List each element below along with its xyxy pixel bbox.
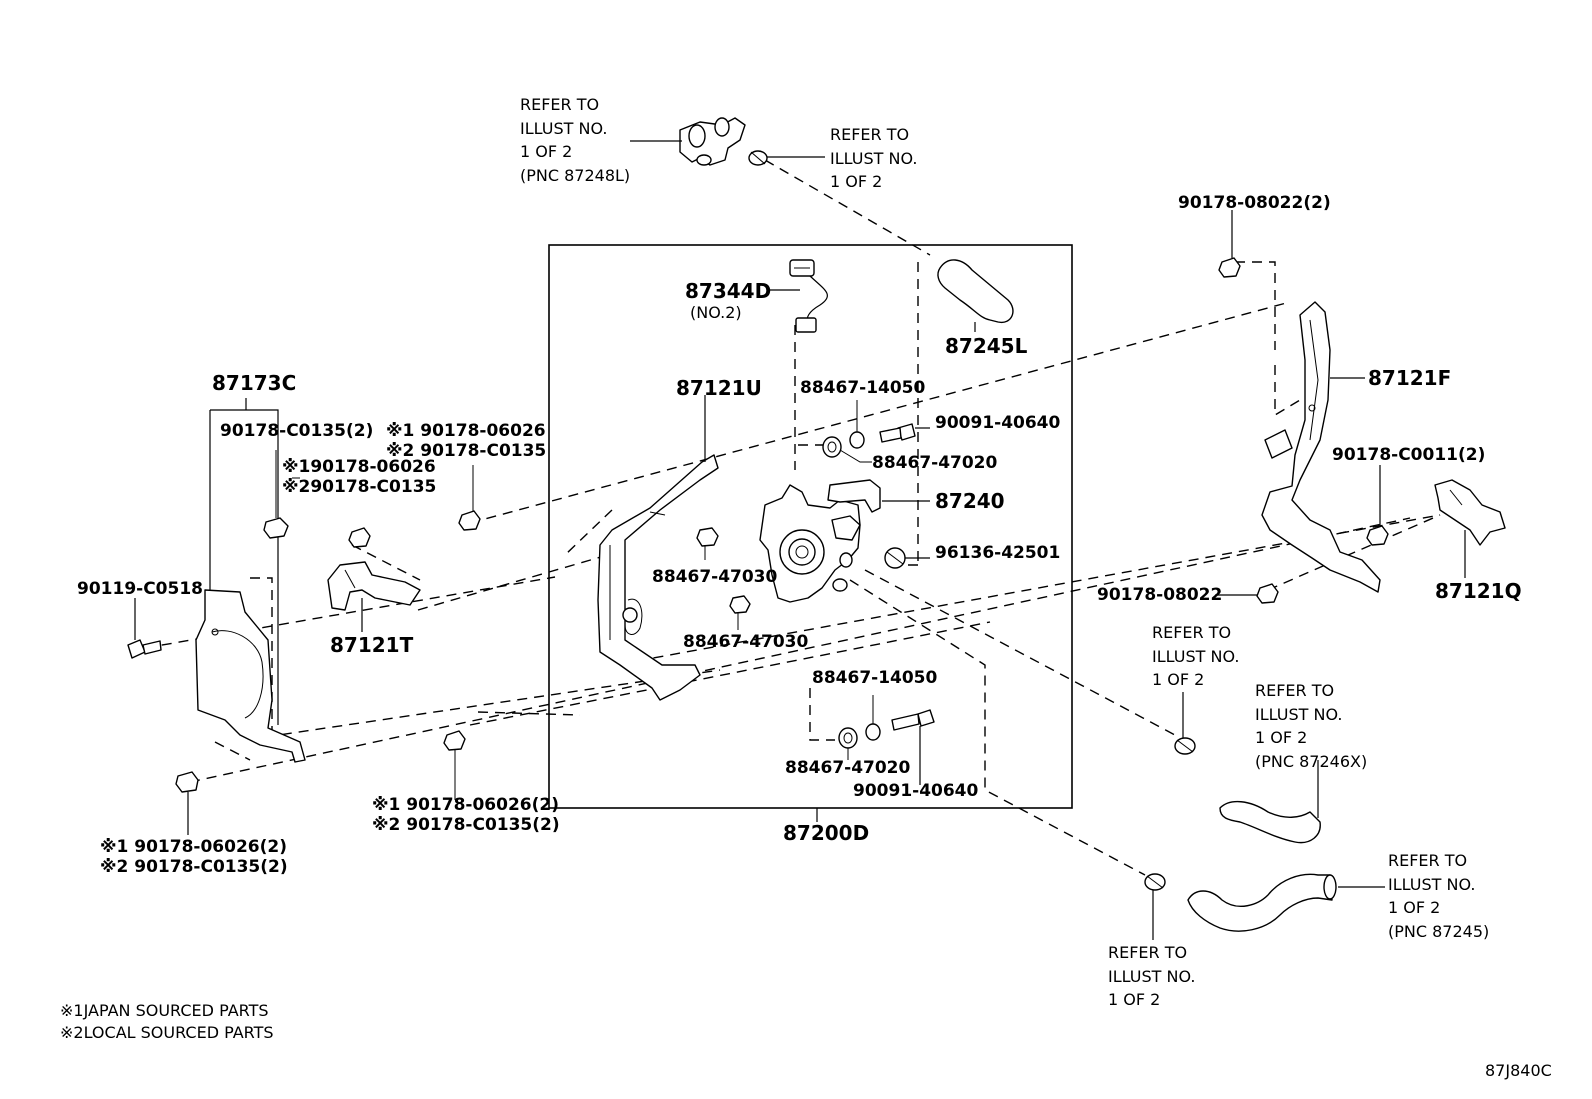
label-alt-b-line1: ※1 90178-06026 (386, 421, 546, 441)
nut-90178-C0011-2 (1366, 465, 1389, 546)
label-87121F: 87121F (1368, 366, 1451, 390)
label-88467-47030-a: 88467-47030 (652, 567, 778, 587)
refer-clip-mid-line2: ILLUST NO. (1152, 647, 1239, 666)
refer-clip-bottom-line2: ILLUST NO. (1108, 967, 1195, 986)
refer-valve-line4: (PNC 87248L) (520, 166, 630, 185)
refer-valve-line1: REFER TO (520, 95, 599, 114)
label-90178-08022-2: 90178-08022(2) (1178, 193, 1331, 213)
bracket-87121F (1261, 301, 1381, 593)
label-87121T: 87121T (330, 633, 414, 657)
hose-87246X (1219, 760, 1321, 844)
clip-mid (1174, 692, 1196, 755)
bolt-90119-C0518 (127, 598, 162, 659)
label-90091-40640-b: 90091-40640 (853, 781, 979, 801)
cover-87173C (195, 398, 306, 763)
nut-90178-08022-2 (1218, 210, 1241, 278)
pump-87240 (759, 479, 930, 603)
nut-lower-left (175, 771, 199, 835)
assembly-frame (548, 244, 1073, 809)
hose-87245 (1187, 873, 1385, 932)
footnote-local: ※2LOCAL SOURCED PARTS (60, 1023, 274, 1042)
label-alt-a-line2: ※290178-C0135 (282, 477, 436, 497)
label-90178-C0135-2: 90178-C0135(2) (220, 421, 373, 441)
refer-hose-87245-line1: REFER TO (1388, 851, 1467, 870)
refer-valve-line3: 1 OF 2 (520, 142, 572, 161)
refer-clip-top-line1: REFER TO (830, 125, 909, 144)
refer-clip-bottom-line1: REFER TO (1108, 943, 1187, 962)
label-88467-47020-a: 88467-47020 (872, 453, 998, 473)
refer-hose-x-line2: ILLUST NO. (1255, 705, 1342, 724)
refer-clip-bottom-line3: 1 OF 2 (1108, 990, 1160, 1009)
label-88467-47030-b: 88467-47030 (683, 632, 809, 652)
refer-clip-top-line3: 1 OF 2 (830, 172, 882, 191)
label-90178-08022: 90178-08022 (1097, 585, 1222, 605)
bracket-87121U (597, 395, 719, 701)
label-96136-42501: 96136-42501 (935, 543, 1060, 563)
wire-harness-87344D (770, 259, 828, 333)
nut-alt-a (292, 477, 371, 548)
label-87121Q: 87121Q (1435, 579, 1522, 603)
refer-hose-87245-line2: ILLUST NO. (1388, 875, 1475, 894)
label-87344D-sub: (NO.2) (690, 303, 742, 322)
label-alt-a-line1: ※190178-06026 (282, 457, 436, 477)
label-alt-c-line1: ※1 90178-06026(2) (372, 795, 559, 815)
clip-bottom (1144, 873, 1166, 940)
nut-90178-08022 (1215, 583, 1279, 604)
label-alt-d-line1: ※1 90178-06026(2) (100, 837, 287, 857)
label-90178-C0011-2: 90178-C0011(2) (1332, 445, 1485, 465)
fasteners-frame (696, 400, 935, 822)
label-87344D: 87344D (685, 279, 771, 303)
footnote-japan: ※1JAPAN SOURCED PARTS (60, 1001, 269, 1020)
refer-clip-mid-line1: REFER TO (1152, 623, 1231, 642)
label-87173C: 87173C (212, 371, 296, 395)
label-88467-14050-a: 88467-14050 (800, 378, 926, 398)
water-valve-ref (630, 117, 746, 166)
bracket-87121T (327, 561, 421, 632)
refer-hose-x-line3: 1 OF 2 (1255, 728, 1307, 747)
refer-hose-x-line4: (PNC 87246X) (1255, 752, 1367, 771)
diagram-code: 87J840C (1485, 1061, 1552, 1080)
label-alt-d-line2: ※2 90178-C0135(2) (100, 857, 288, 877)
label-87121U: 87121U (676, 376, 762, 400)
nut-alt-b (458, 465, 481, 531)
refer-clip-mid-line3: 1 OF 2 (1152, 670, 1204, 689)
label-90091-40640-a: 90091-40640 (935, 413, 1061, 433)
nut-90178-C0135 (263, 450, 289, 539)
refer-hose-87245-line3: 1 OF 2 (1388, 898, 1440, 917)
label-alt-b-line2: ※2 90178-C0135 (386, 441, 546, 461)
nut-alt-c (443, 730, 466, 800)
clip-top (748, 150, 825, 166)
label-alt-c-line2: ※2 90178-C0135(2) (372, 815, 560, 835)
refer-clip-top-line2: ILLUST NO. (830, 149, 917, 168)
label-90119-C0518: 90119-C0518 (77, 579, 203, 599)
label-88467-47020-b: 88467-47020 (785, 758, 911, 778)
hose-87245L (937, 259, 1014, 332)
refer-hose-87245-line4: (PNC 87245) (1388, 922, 1489, 941)
refer-hose-x-line1: REFER TO (1255, 681, 1334, 700)
label-87200D: 87200D (783, 821, 869, 845)
bracket-87121Q (1434, 479, 1506, 578)
label-87240: 87240 (935, 489, 1005, 513)
refer-valve-line2: ILLUST NO. (520, 119, 607, 138)
label-87245L: 87245L (945, 334, 1028, 358)
label-88467-14050-b: 88467-14050 (812, 668, 938, 688)
